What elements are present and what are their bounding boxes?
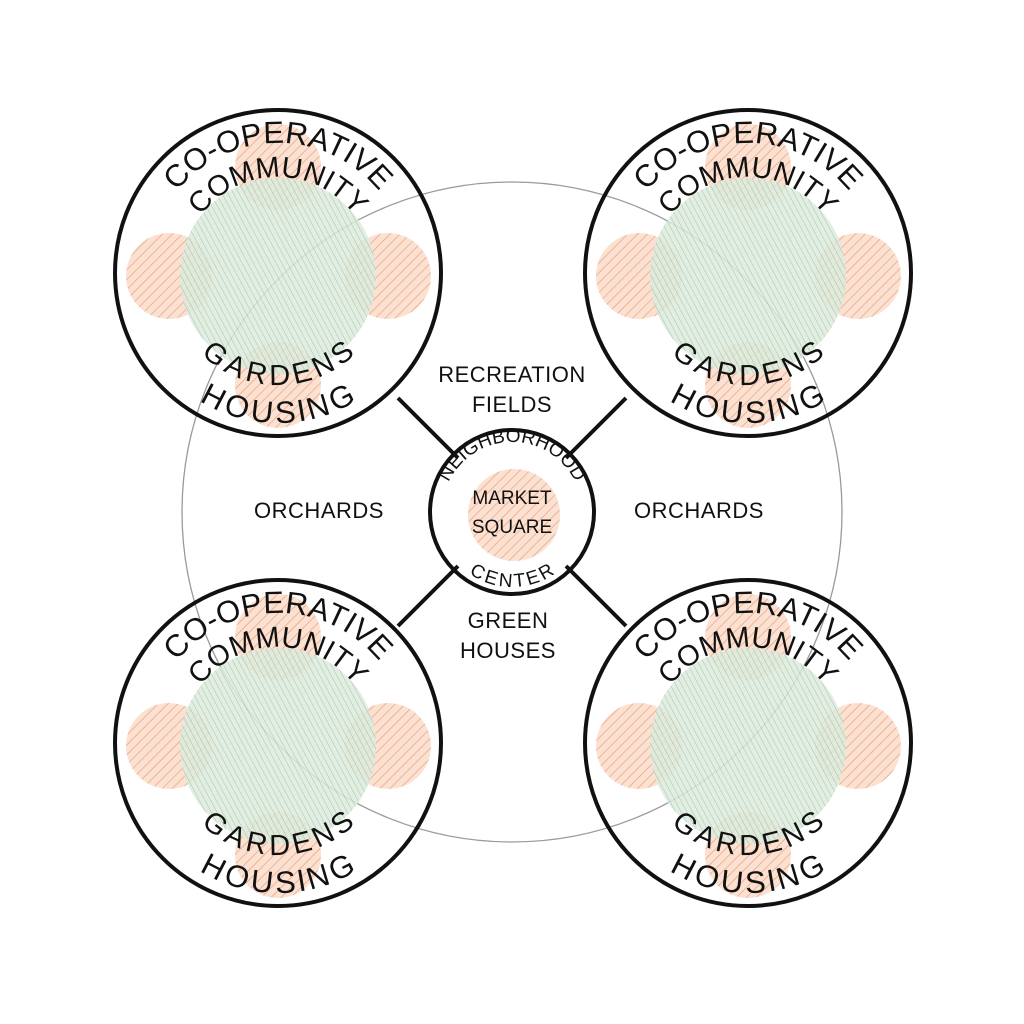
spokes — [396, 396, 628, 628]
cluster-boundary — [583, 578, 913, 908]
outer-ring — [181, 181, 843, 843]
cluster-top-left: CO-OPERATIVE HOUSING COMMUNITY GARDENS — [113, 108, 443, 438]
spoke-top-right — [564, 396, 628, 460]
garden-area — [180, 648, 376, 844]
cluster-boundary — [113, 108, 443, 438]
market-square-blob — [468, 469, 560, 561]
neighborhood-center: NEIGHBORHOOD CENTER MARKET SQUARE — [428, 426, 596, 596]
cluster-boundary — [583, 108, 913, 438]
garden-area — [650, 648, 846, 844]
cluster-bottom-left: CO-OPERATIVE HOUSING COMMUNITY GARDENS — [113, 578, 443, 908]
cluster-bottom-right: CO-OPERATIVE HOUSING COMMUNITY GARDENS — [583, 578, 913, 908]
spoke-bottom-left — [396, 564, 460, 628]
label-houses: HOUSES — [460, 638, 556, 663]
label-orchards-left: ORCHARDS — [254, 498, 384, 523]
label-fields: FIELDS — [472, 392, 552, 417]
spoke-bottom-right — [564, 564, 628, 628]
spoke-top-left — [396, 396, 460, 460]
cluster-boundary — [113, 578, 443, 908]
cluster-top-right: CO-OPERATIVE HOUSING COMMUNITY GARDENS — [583, 108, 913, 438]
garden-area — [180, 178, 376, 374]
label-market: MARKET — [472, 488, 552, 509]
garden-area — [650, 178, 846, 374]
center-boundary — [428, 428, 596, 596]
label-square: SQUARE — [472, 517, 552, 538]
label-orchards-right: ORCHARDS — [634, 498, 764, 523]
label-recreation: RECREATION — [438, 362, 586, 387]
label-green: GREEN — [468, 608, 549, 633]
